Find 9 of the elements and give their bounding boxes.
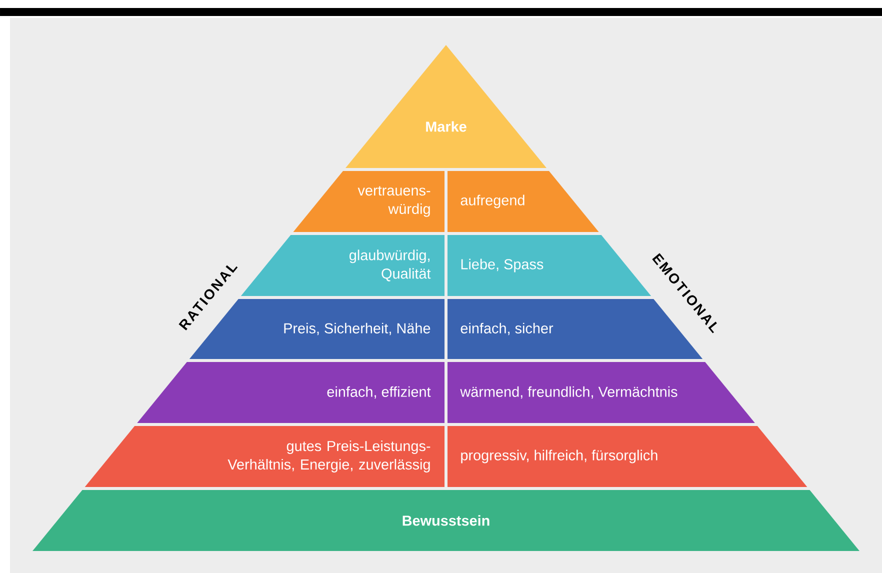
pyramid-layer: Marke xyxy=(346,45,546,168)
pyramid-cell: wärmend, freundlich, Vermächtnis xyxy=(448,362,755,423)
pyramid-cell: gutes Preis-Leistungs-Verhältnis, Energie, zuverlässig xyxy=(84,426,444,487)
pyramid-cell: Liebe, Spass xyxy=(448,235,652,296)
pyramid-cell: vertrauens- würdig xyxy=(293,171,444,232)
pyramid-cell: glaubwürdig, Qualität xyxy=(240,235,444,296)
pyramid-cell: aufregend xyxy=(448,171,599,232)
pyramid-cell: progressiv, hilfreich, fürsorglich xyxy=(448,426,808,487)
pyramid-layer: Bewusstsein xyxy=(32,490,860,551)
